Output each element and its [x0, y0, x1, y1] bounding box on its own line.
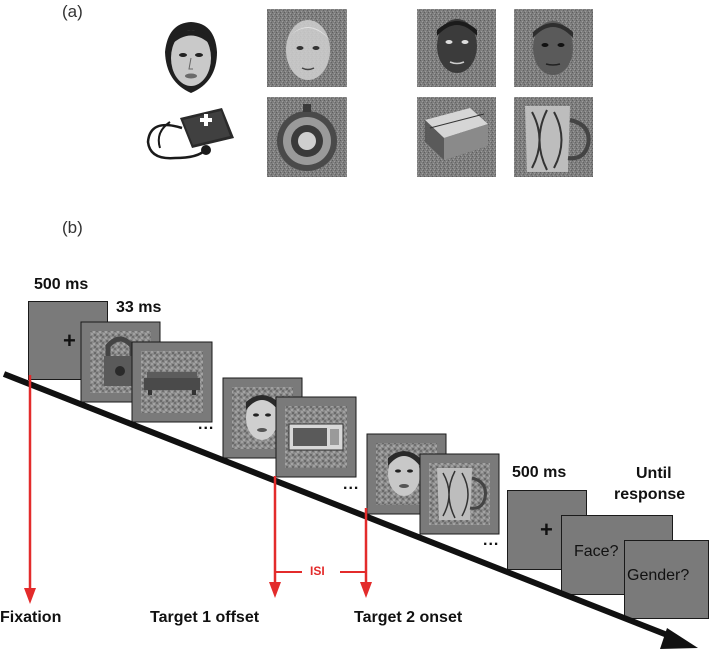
target2-marker-arrowhead [360, 582, 372, 598]
object-stimulus-noisy-3 [514, 97, 593, 177]
fixation-label: Fixation [0, 609, 62, 626]
face-stimulus-noisy-1 [267, 9, 347, 87]
until-response-line-1: Until [636, 465, 672, 482]
panel-a-label: (a) [62, 2, 83, 21]
fixation-cross-2: + [540, 517, 553, 542]
rsvp-frame-distractor-3 [275, 396, 357, 478]
isi-label: ISI [310, 564, 325, 578]
rsvp-frame-distractor-4 [419, 453, 500, 535]
object-stimulus-noisy-2 [417, 97, 496, 177]
until-response-line-2: response [614, 486, 686, 503]
timeline-axis [2, 371, 682, 643]
ellipsis-1: ... [198, 416, 215, 433]
panel-b-label: (b) [62, 218, 83, 237]
target2-onset-label: Target 2 onset [354, 609, 463, 626]
fixation-cross-1: + [63, 328, 76, 353]
stimulus-duration: 33 ms [116, 299, 162, 316]
face-question: Face? [574, 543, 619, 560]
face-stimulus-noisy-3 [514, 9, 593, 87]
ellipsis-2: ... [343, 476, 360, 493]
gender-question: Gender? [627, 567, 690, 584]
second-fixation-duration: 500 ms [512, 464, 567, 481]
ellipsis-3: ... [483, 532, 500, 549]
fixation-marker-arrowhead [24, 588, 36, 604]
timeline-arrowhead [660, 628, 698, 649]
object-stimulus-noisy-1 [267, 97, 347, 177]
target1-offset-label: Target 1 offset [150, 609, 260, 626]
target1-marker-arrowhead [269, 582, 281, 598]
object-stimulus-clean [146, 108, 234, 160]
first-fixation-duration: 500 ms [34, 276, 89, 293]
face-stimulus-noisy-2 [417, 9, 496, 87]
rsvp-frame-distractor-2 [131, 341, 213, 423]
face-stimulus-clean [165, 22, 217, 93]
